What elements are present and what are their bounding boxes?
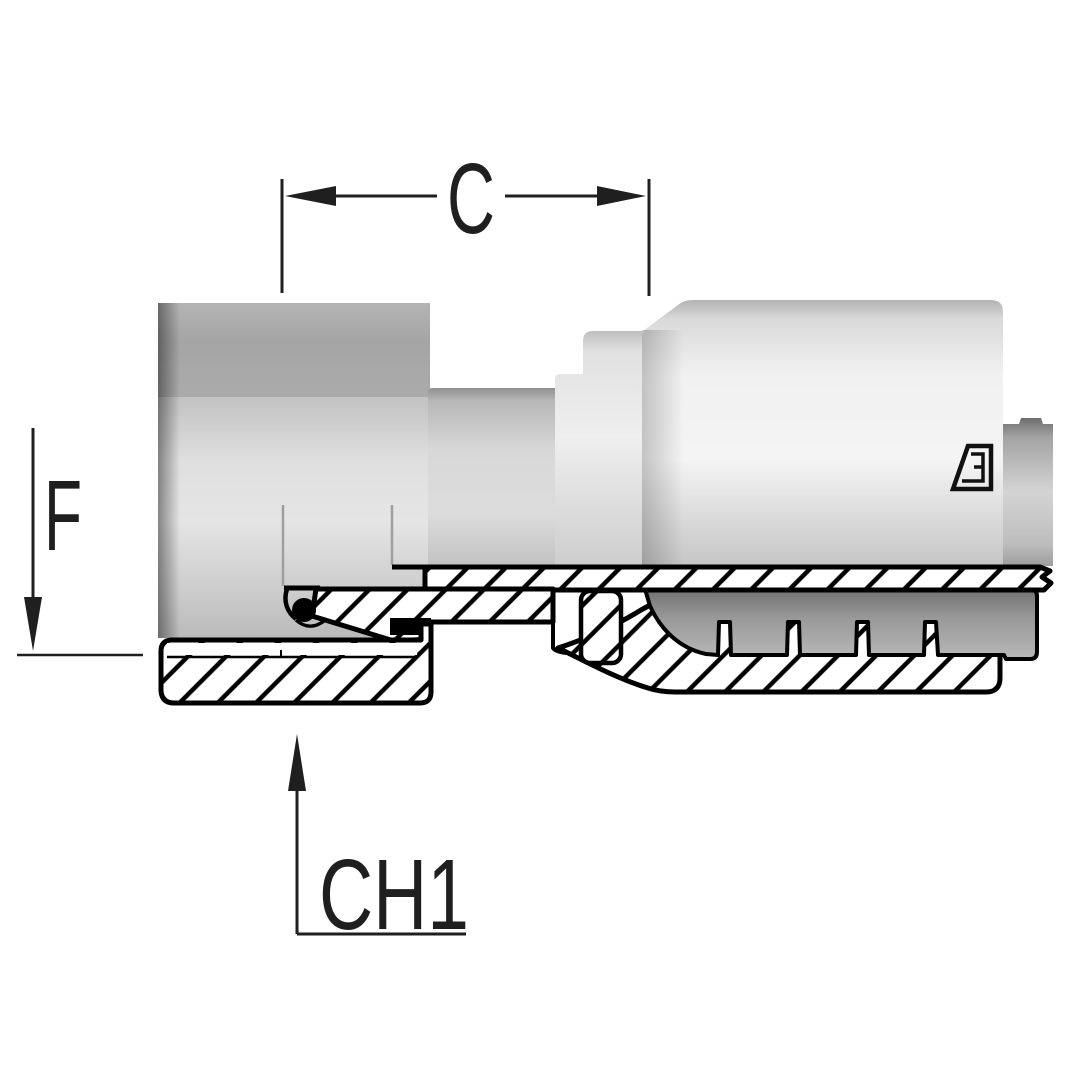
section-bite-ring [578, 588, 624, 666]
nut-left-shadow [158, 303, 182, 638]
cross-section [158, 564, 1054, 706]
dim-c-arrow-left [285, 186, 336, 206]
oring [292, 598, 316, 622]
dim-f-label: F [44, 460, 82, 572]
dim-ch1-arrow [288, 734, 306, 791]
ferrule-collar [583, 331, 642, 567]
hose-serrations [643, 587, 1039, 661]
oring-pocket-outline [283, 588, 298, 621]
fitting-3d-body [158, 300, 1053, 638]
dimension-f: F [17, 428, 143, 657]
section-hatch-strip [422, 564, 1054, 593]
brand-triangle-logo-icon [949, 443, 994, 492]
dim-c-label: C [447, 143, 495, 255]
dim-f-arrow [24, 597, 42, 651]
dim-ch1-label: CH1 [319, 839, 469, 951]
nut-hex-face [158, 303, 430, 397]
ferrule-shell [642, 300, 1003, 567]
dimension-c: C [280, 143, 651, 296]
collar-step [555, 374, 583, 567]
oring-seat-outline [294, 618, 326, 628]
hose-tail [1003, 418, 1053, 566]
ferrule-neck-shadow [642, 330, 684, 567]
nut-counterbore-gap [167, 643, 417, 655]
dimension-ch1: CH1 [288, 734, 469, 951]
nipple-shoulder-step [551, 622, 568, 655]
dim-c-arrow-right [597, 186, 646, 206]
swivel-shaft [428, 388, 555, 567]
